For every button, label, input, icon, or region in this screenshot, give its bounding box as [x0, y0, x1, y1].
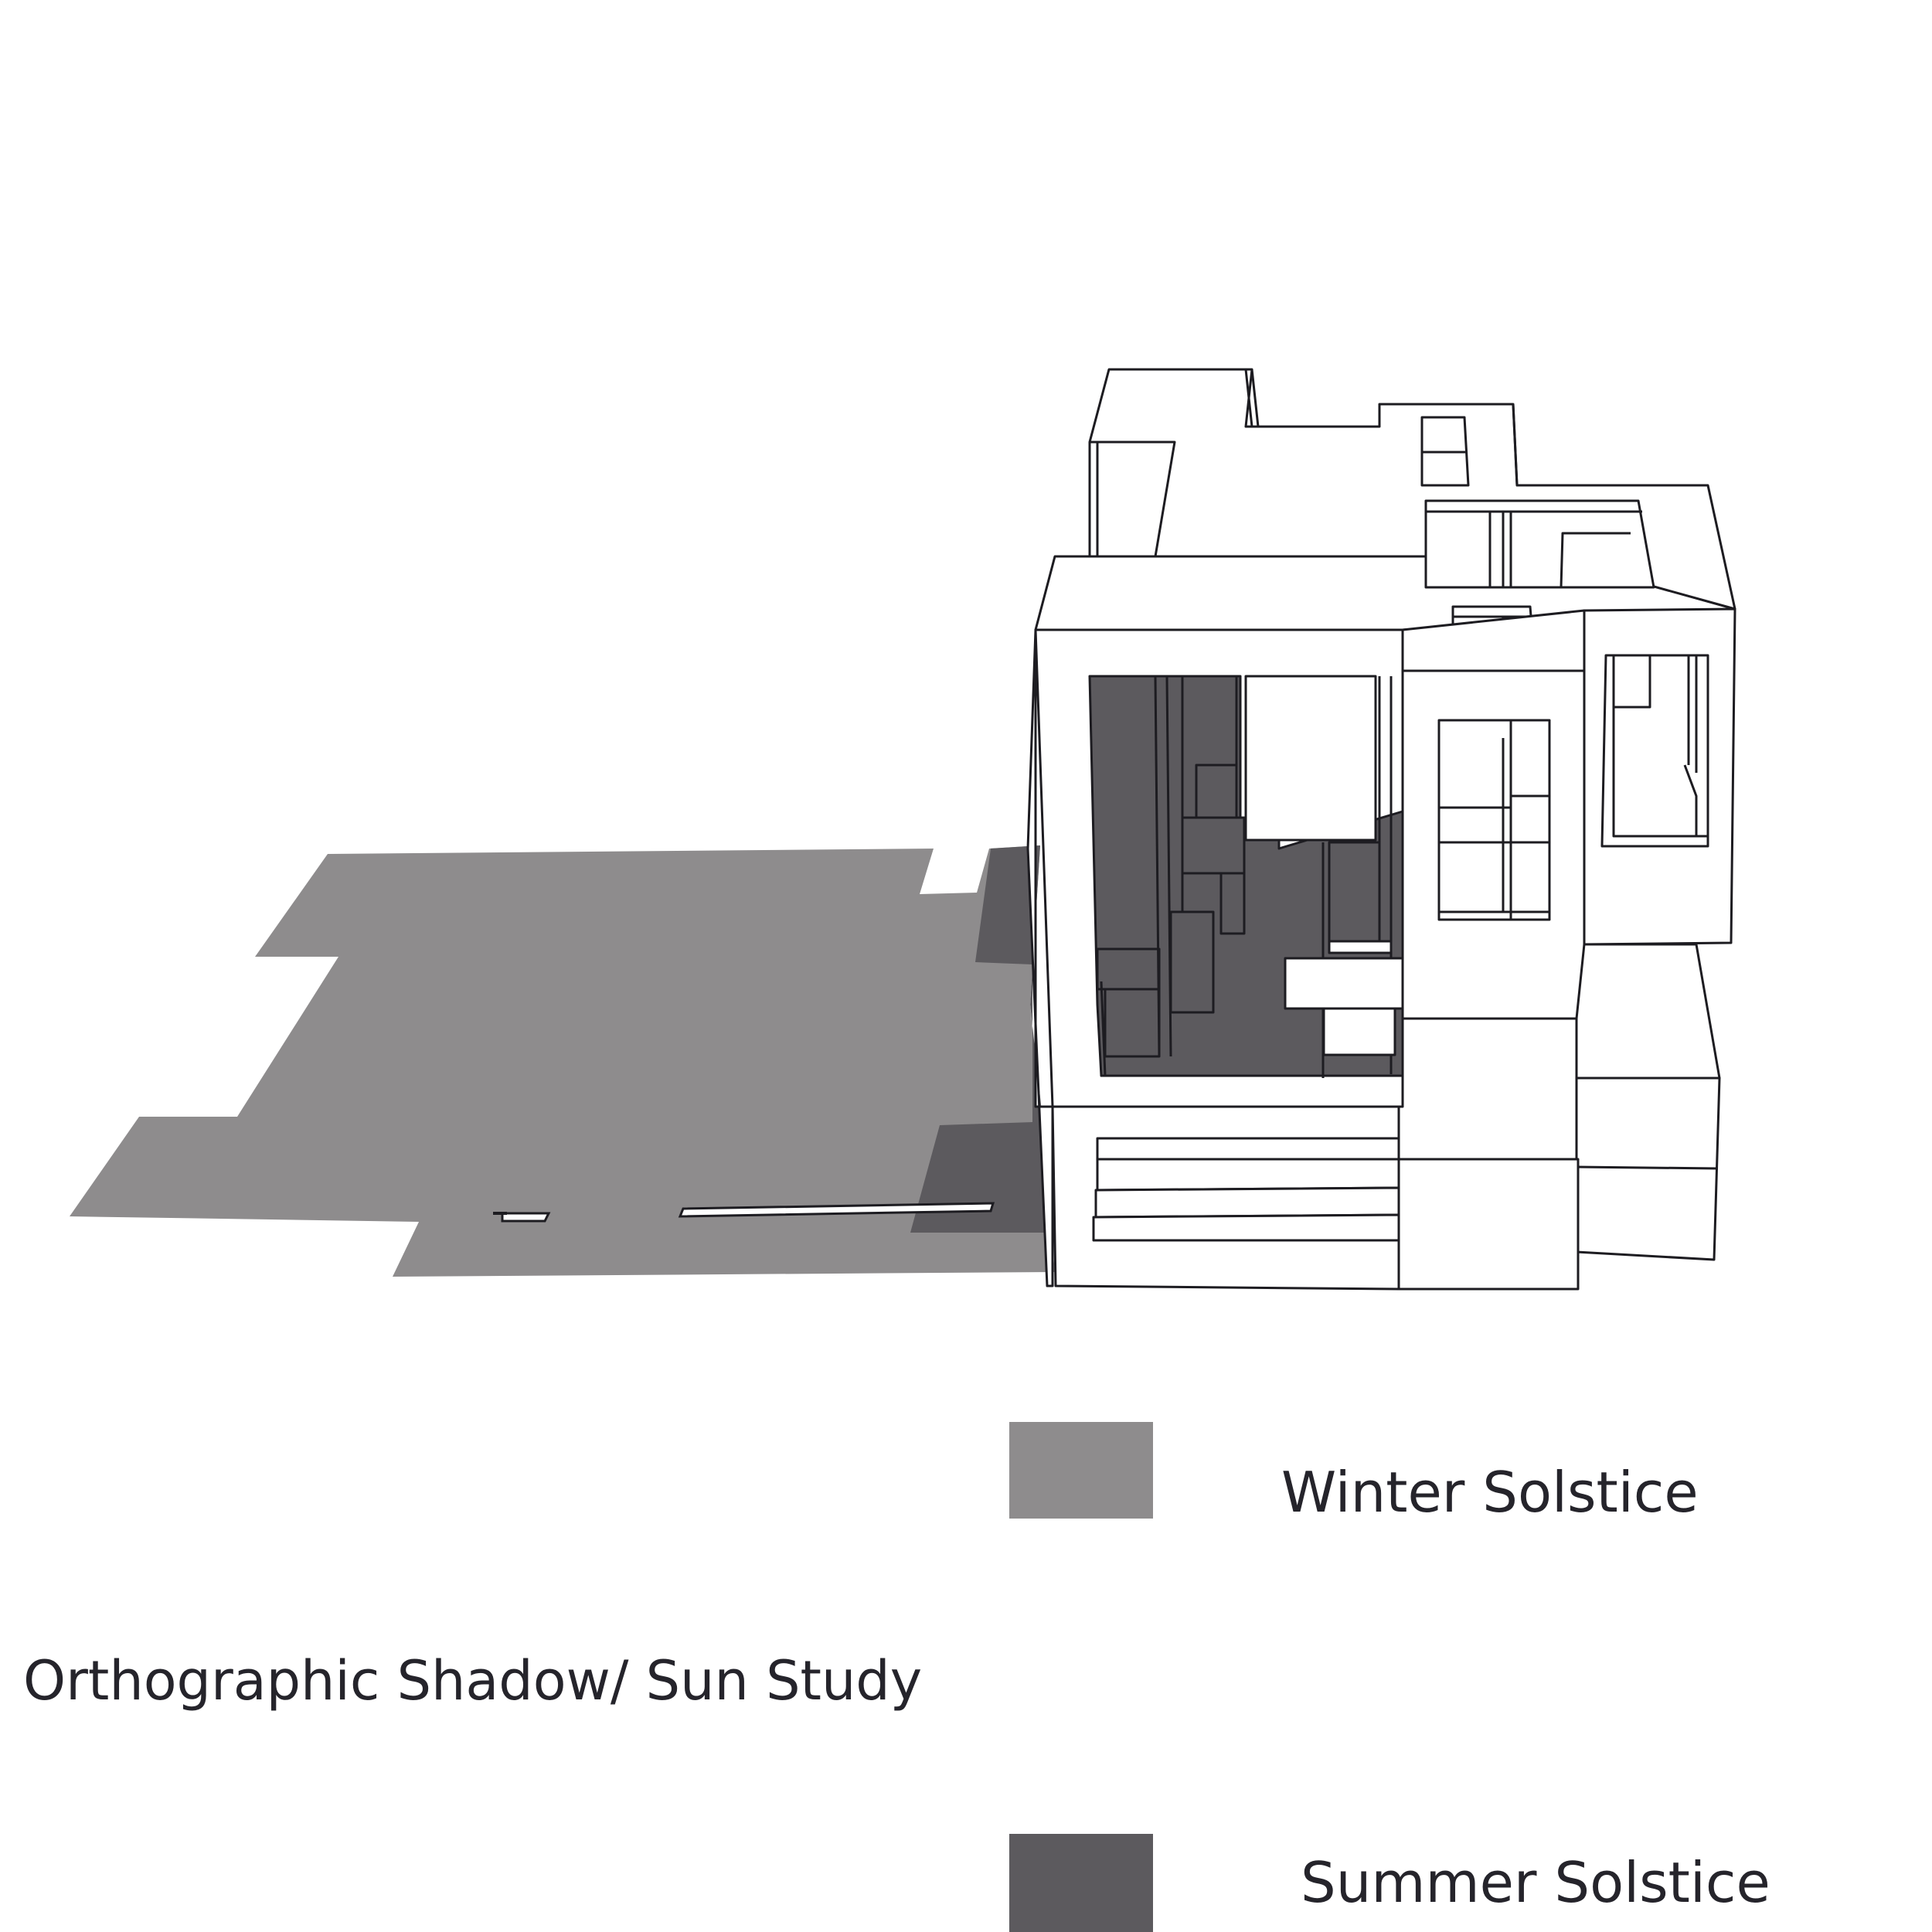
lower-right-block-top [1575, 943, 1721, 1080]
study-title: Orthographic Shadow/ Sun Study [23, 1649, 923, 1713]
interior-counter [1284, 957, 1404, 1010]
legend-swatch-summer [1009, 1834, 1153, 1932]
middle-tower-window [1437, 719, 1551, 921]
roof-opening-large [1424, 499, 1655, 589]
legend-label-summer: Summer Solstice [1301, 1850, 1770, 1915]
interior-block [1169, 910, 1215, 1014]
interior-block [1195, 764, 1238, 819]
winter-solstice-shadow [70, 845, 1055, 1277]
interior-block [1104, 988, 1161, 1058]
interior-block [1328, 841, 1381, 943]
building-model [1026, 368, 1736, 1291]
legend-label-winter: Winter Solstice [1281, 1460, 1699, 1525]
right-tower-window [1600, 654, 1709, 848]
interior-block [1181, 816, 1246, 875]
front-right-base-block [1397, 1158, 1580, 1291]
shadow-slit [501, 1212, 551, 1223]
interior-wall-slab [1328, 940, 1393, 954]
front-middle-volume [1397, 1017, 1578, 1161]
interior-white-panel [1244, 675, 1377, 842]
stair-bottom [1092, 1213, 1400, 1242]
legend-swatch-winter [1009, 1422, 1153, 1519]
interior-block [1219, 872, 1246, 935]
stair-middle [1096, 1158, 1400, 1192]
summer-solstice-shadow-west [910, 845, 1055, 1233]
middle-tower-roof [1401, 609, 1586, 672]
shadow-slit [678, 1202, 995, 1218]
interior-counter-side [1322, 1007, 1396, 1056]
interior-block [1096, 947, 1161, 991]
stair-lower [1094, 1186, 1400, 1219]
stair-upper [1096, 1137, 1400, 1161]
